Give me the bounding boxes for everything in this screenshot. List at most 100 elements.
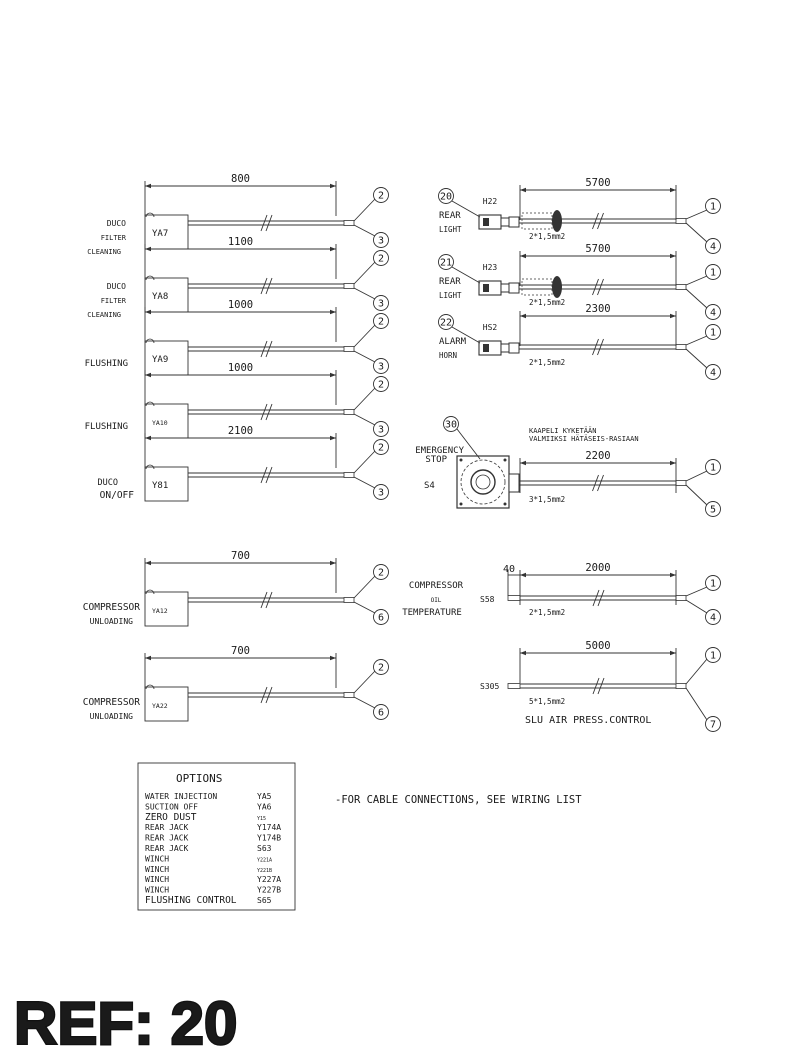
cable-wire-end (343, 692, 355, 698)
dimension-arrow (145, 309, 151, 315)
cable-note: VALMIIKSI HÄTÄSEIS-RASIAAN (529, 434, 639, 443)
dimension-arrow (520, 572, 526, 578)
solenoid-box (144, 591, 189, 627)
item-number (443, 416, 459, 432)
grommet-outline (521, 212, 553, 230)
device-label: COMPRESSOR (409, 581, 464, 591)
left-cable-group: YA780023DUCOFILTERCLEANINGYA8110023DUCOF… (83, 173, 389, 722)
connector-nut (500, 217, 510, 227)
cable-break-mark (265, 591, 273, 609)
device-label: TEMPERATURE (402, 608, 462, 618)
connector-nut (500, 283, 510, 293)
leader-line (353, 696, 376, 709)
device-label: LIGHT (439, 225, 462, 234)
cable-wire-end (675, 218, 687, 224)
device-label: OIL (431, 597, 442, 604)
cable-wire-end (675, 284, 687, 290)
cable-break-mark (260, 403, 268, 421)
cable-break-mark (265, 340, 273, 358)
terminal-number-top-text: 1 (710, 268, 716, 279)
cable-break-mark (592, 278, 599, 296)
solenoid-cap (145, 589, 155, 595)
terminal-number-bottom-text: 3 (378, 362, 384, 373)
terminal-number-top-text: 1 (710, 651, 716, 662)
dimension-arrow (330, 309, 336, 315)
dimension-label: 2200 (585, 450, 610, 462)
dimension-arrow (670, 572, 676, 578)
dimension-label: 700 (231, 645, 250, 657)
cable-break-mark (597, 589, 605, 607)
dimension-arrow (330, 372, 336, 378)
item-number-text: 30 (445, 420, 457, 431)
terminal-number-bottom-text: 4 (710, 613, 716, 624)
connector-body (478, 340, 502, 356)
leader-line (685, 348, 708, 369)
dimension-label: 2300 (585, 303, 610, 315)
option-name: WINCH (145, 875, 169, 884)
terminal-number-bottom (705, 501, 721, 517)
terminal-number-top (373, 659, 389, 675)
terminal-number-bottom (373, 232, 389, 248)
cable-break-mark (592, 338, 599, 356)
terminal-number-bottom-text: 4 (710, 368, 716, 379)
terminal-number-top-text: 1 (710, 463, 716, 474)
solenoid-code: YA7 (152, 229, 168, 239)
device-label: FLUSHING (85, 422, 128, 432)
sensor-probe (507, 595, 521, 601)
terminal-number-top-text: 2 (378, 254, 384, 265)
leader-line (685, 275, 708, 286)
dimension-arrow (670, 187, 676, 193)
compressor-oil-temperature-cable: 2000402*1,5mm214COMPRESSOROILTEMPERATURE… (402, 562, 721, 625)
terminal-number-top (705, 647, 721, 663)
cable-break-mark (597, 474, 604, 492)
solenoid-code: YA12 (152, 607, 168, 615)
dimension-label: 1000 (228, 299, 253, 311)
right-cable-group: 5700H222*1,5mm21420REARLIGHT5700H232*1,5… (438, 177, 721, 380)
dimension-label: 2000 (585, 562, 610, 574)
leader-line (353, 324, 376, 348)
leader-line (353, 601, 376, 614)
cable-break-mark (260, 466, 268, 484)
dimension-label: 5000 (585, 640, 610, 652)
dimension-arrow (145, 655, 151, 661)
item-number-text: 22 (440, 318, 452, 329)
option-name: REAR JACK (145, 823, 189, 832)
leader-line (353, 670, 376, 694)
option-name: SUCTION OFF (145, 802, 198, 811)
dimension-arrow (520, 253, 526, 259)
dimension-label: 1100 (228, 236, 253, 248)
connector-sleeve (508, 282, 520, 294)
cable-break-mark (265, 214, 273, 232)
terminal-number-bottom (373, 609, 389, 625)
leader-line (685, 484, 708, 506)
terminal-number-top (373, 187, 389, 203)
leader-line (685, 586, 708, 597)
leader-line (685, 335, 708, 346)
cable-wire-end (675, 480, 687, 486)
option-code: Y221B (257, 868, 272, 874)
grommet (552, 276, 562, 298)
item-leader (451, 200, 481, 218)
cable-break-mark (265, 686, 273, 704)
cable-wire-end (343, 597, 355, 603)
solenoid-cap (145, 338, 155, 344)
device-label: CLEANING (87, 248, 121, 256)
device-label: LIGHT (439, 291, 462, 300)
terminal-number-top (373, 313, 389, 329)
solenoid-box (144, 403, 189, 439)
option-name: WINCH (145, 886, 169, 895)
solenoid-box (144, 277, 189, 313)
device-label: ON/OFF (100, 490, 135, 501)
terminal-number-top (705, 459, 721, 475)
cable-note: KAAPELI KYKETÄÄN (529, 426, 596, 435)
dimension-arrow (670, 253, 676, 259)
leader-line (353, 224, 376, 237)
device-label: DUCO (107, 219, 126, 228)
solenoid-code: YA10 (152, 419, 168, 427)
terminal-number-top-text: 1 (710, 579, 716, 590)
